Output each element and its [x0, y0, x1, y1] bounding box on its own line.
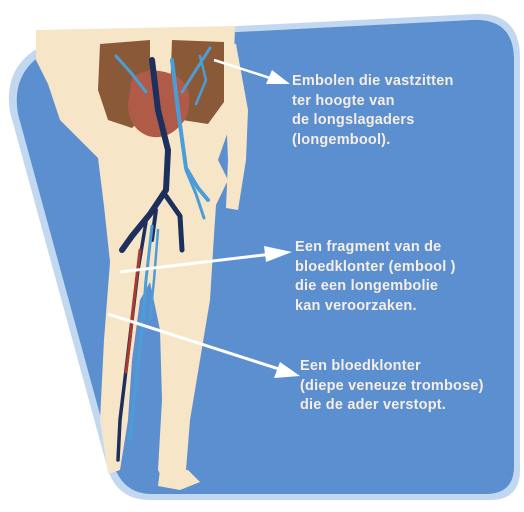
annotation-line: Een fragment van de [295, 238, 456, 258]
annotation-line: (longembool). [292, 131, 454, 151]
annotation-line: kan veroorzaken. [295, 297, 456, 317]
annotation-line: die een longembolie [295, 277, 456, 297]
annotation-line: die de ader verstopt. [300, 396, 484, 416]
annotation-line: ter hoogte van [292, 92, 454, 112]
annotation-embolen: Embolen die vastzitten ter hoogte van de… [292, 72, 454, 150]
annotation-bloedklonter: Een bloedklonter (diepe veneuze trombose… [300, 357, 484, 416]
annotation-line: (diepe veneuze trombose) [300, 377, 484, 397]
annotation-line: Embolen die vastzitten [292, 72, 454, 92]
annotation-line: bloedklonter (embool ) [295, 258, 456, 278]
annotation-fragment: Een fragment van de bloedklonter (embool… [295, 238, 456, 316]
annotation-line: Een bloedklonter [300, 357, 484, 377]
annotation-line: de longslagaders [292, 111, 454, 131]
